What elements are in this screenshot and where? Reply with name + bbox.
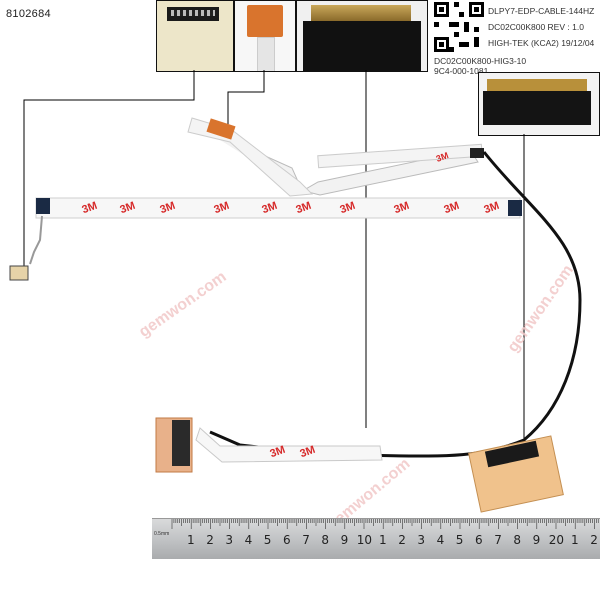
left-mini-connector	[9, 265, 29, 281]
thumb-connector-left	[156, 0, 234, 72]
label-line-3: HIGH-TEK (KCA2) 19/12/04	[488, 38, 595, 48]
ruler: 0.5mm 1234567891012345678920123	[152, 518, 600, 559]
ruler-number: 1	[187, 533, 195, 547]
label-line-4: DC02C00K800-HIG3-10	[434, 56, 527, 66]
ruler-number: 6	[283, 533, 291, 547]
ruler-unit: 0.5mm	[154, 531, 170, 537]
ruler-number: 2	[590, 533, 598, 547]
label-line-2: DC02C00K800 REV : 1.0	[488, 22, 584, 32]
ruler-number: 1	[571, 533, 579, 547]
ruler-number: 2	[206, 533, 214, 547]
ruler-number: 4	[436, 533, 445, 547]
ruler-number: 10	[356, 533, 373, 547]
ruler-number: 6	[475, 533, 483, 547]
thumb-flex-board	[234, 0, 296, 72]
label-line-1: DLPY7-EDP-CABLE-144HZ	[488, 6, 595, 16]
lower-ribbon	[195, 427, 383, 463]
ruler-number: 1	[379, 533, 387, 547]
pointer-line-2	[227, 70, 265, 130]
ruler-number: 9	[532, 533, 541, 547]
ruler-number: 5	[263, 533, 272, 547]
ruler-number: 8	[513, 533, 522, 547]
pointer-line-1	[23, 70, 195, 270]
ruler-number: 7	[302, 533, 310, 547]
orange-flex-board	[206, 118, 236, 140]
ruler-ticks	[171, 519, 599, 529]
part-label: DLPY7-EDP-CABLE-144HZ DC02C00K800 REV : …	[428, 0, 600, 76]
ruler-number: 9	[340, 533, 349, 547]
ruler-number: 3	[225, 533, 234, 547]
thumb-connector-right	[296, 0, 428, 72]
left-mini-cable	[29, 215, 43, 265]
flex-ribbon-upper-body	[187, 117, 314, 197]
ruler-number: 8	[321, 533, 330, 547]
ruler-number: 7	[494, 533, 502, 547]
ruler-number: 20	[548, 533, 565, 547]
ruler-number: 2	[398, 533, 406, 547]
label-line-5: 9C4-000-1081	[434, 66, 489, 76]
black-cable	[209, 151, 582, 458]
sku-number: 8102684	[6, 8, 51, 20]
ruler-number: 5	[455, 533, 464, 547]
qr-code-icon	[434, 2, 484, 52]
ruler-number: 3	[417, 533, 426, 547]
thumb-connector-closeup	[478, 72, 600, 136]
ruler-number: 4	[244, 533, 253, 547]
